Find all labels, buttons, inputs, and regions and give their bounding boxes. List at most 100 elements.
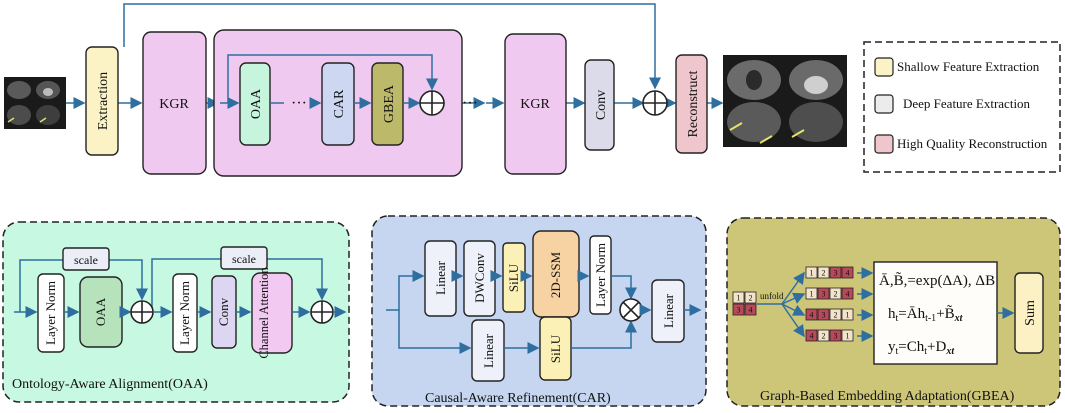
svg-text:High Quality Reconstruction: High Quality Reconstruction — [897, 136, 1048, 151]
svg-text:scale: scale — [74, 253, 98, 267]
conv-label-top: Conv — [594, 90, 609, 120]
kgr-block-1 — [142, 31, 207, 175]
sequence-token-cell — [829, 287, 842, 300]
kgr-block-2 — [504, 33, 567, 175]
svg-text:Layer Norm: Layer Norm — [177, 281, 192, 345]
equation-state-update: ht=Āht-1+B̃xt — [888, 305, 964, 324]
sequence-token-cell — [829, 329, 842, 342]
oaa-panel-title: Ontology-Aware Alignment(OAA) — [12, 377, 208, 392]
car-block-top — [321, 62, 355, 146]
svg-text:Shallow Feature Extraction: Shallow Feature Extraction — [897, 59, 1040, 74]
oaa-add-node-1 — [130, 300, 154, 324]
sequence-token-cell — [841, 308, 854, 321]
sequence-token-label: 1 — [810, 269, 814, 278]
ellipsis-2: ··· — [462, 95, 478, 112]
car-linear-out-box — [651, 279, 685, 343]
oaa-block-top — [239, 62, 271, 146]
sequence-token-label: 1 — [846, 332, 850, 341]
svg-text:SiLU: SiLU — [548, 334, 563, 363]
sequence-token-label: 2 — [834, 311, 838, 320]
svg-text:DWConv: DWConv — [472, 253, 487, 303]
sequence-token-cell — [817, 308, 830, 321]
add-node-kgr — [419, 90, 445, 116]
output-image — [723, 55, 847, 147]
sequence-token-label: 4 — [810, 311, 814, 320]
sequence-token-cell — [817, 287, 830, 300]
sequence-token-cell — [841, 287, 854, 300]
sequence-token-label: 1 — [846, 311, 850, 320]
global-skip-connection — [123, 3, 661, 90]
gbea-panel-title: Graph-Based Embedding Adaptation(GBEA) — [760, 389, 1015, 404]
car-label-top: CAR — [332, 89, 347, 118]
sequence-token-cell — [841, 329, 854, 342]
kgr-label-2: KGR — [520, 97, 550, 112]
sequence-token-cell — [829, 266, 842, 279]
ellipsis-1: ··· — [291, 95, 307, 112]
add-node-global — [642, 90, 668, 116]
sequence-token-cell — [817, 266, 830, 279]
scale-box-2 — [220, 246, 268, 270]
svg-text:Deep Feature Extraction: Deep Feature Extraction — [903, 96, 1031, 111]
svg-text:3: 3 — [737, 306, 741, 315]
kgr-inner-skip — [227, 54, 438, 103]
sequence-token-label: 3 — [822, 311, 826, 320]
sequence-token-label: 1 — [810, 290, 814, 299]
channel-attention-box — [251, 272, 293, 354]
sequence-token-label: 3 — [834, 332, 838, 341]
sequence-token-label: 2 — [822, 269, 826, 278]
svg-text:2D-SSM: 2D-SSM — [548, 251, 563, 298]
svg-text:Layer Norm: Layer Norm — [593, 243, 608, 307]
sequence-token-cell — [817, 329, 830, 342]
multiply-node — [619, 298, 643, 322]
svg-text:Sum: Sum — [1023, 300, 1038, 326]
svg-text:Channel Attention: Channel Attention — [257, 267, 271, 359]
layer-norm-box-2 — [172, 273, 198, 353]
sum-box — [1014, 272, 1044, 354]
svg-text:Layer Norm: Layer Norm — [43, 281, 58, 345]
legend-item-reconstruction: High Quality Reconstruction — [874, 134, 1048, 154]
sequence-token-label: 4 — [846, 290, 850, 299]
oaa-add-node-2 — [310, 300, 334, 324]
extraction-label: Extraction — [96, 72, 111, 130]
sequence-token-label: 4 — [810, 332, 814, 341]
svg-text:Linear: Linear — [661, 293, 676, 328]
sequence-token-cell — [805, 287, 818, 300]
svg-text:Linear: Linear — [433, 260, 448, 295]
legend-item-deep: Deep Feature Extraction — [874, 94, 1031, 114]
sequence-token-cell — [805, 266, 818, 279]
equation-discretization: Ā,B̃,=exp(ΔA), ΔB — [879, 272, 995, 289]
car-layer-norm-box — [589, 235, 612, 315]
sequence-token-label: 2 — [822, 332, 826, 341]
gbea-block-top — [371, 62, 404, 146]
sequence-token-cell — [829, 308, 842, 321]
svg-text:SiLU: SiLU — [506, 263, 521, 292]
svg-text:2: 2 — [749, 294, 753, 303]
extraction-block — [85, 46, 119, 156]
sequence-token-label: 4 — [846, 269, 850, 278]
ssm-equation-box — [873, 261, 998, 365]
sequence-token-cell — [805, 329, 818, 342]
gbea-input-grid: 1 2 3 4 — [732, 291, 757, 316]
oaa-label-top: OAA — [249, 88, 264, 119]
sequence-token-cell — [841, 266, 854, 279]
input-image — [4, 77, 66, 129]
svg-text:OAA: OAA — [93, 297, 108, 326]
kgr-label-1: KGR — [159, 97, 189, 112]
conv-block-top — [584, 59, 615, 151]
svg-text:Linear: Linear — [481, 333, 496, 368]
sequence-token-label: 2 — [834, 290, 838, 299]
reconstruct-label: Reconstruct — [686, 70, 701, 137]
gbea-label-top: GBEA — [382, 84, 397, 123]
legend-item-shallow: Shallow Feature Extraction — [874, 57, 1040, 77]
unfold-label: unfold — [760, 291, 784, 301]
equation-output: yt=Cht+Dxt — [888, 339, 955, 357]
svg-text:scale: scale — [232, 252, 256, 266]
car-linear-box-2 — [471, 319, 505, 382]
sequence-token-label: 3 — [834, 269, 838, 278]
sequence-token-cell — [805, 308, 818, 321]
svg-text:4: 4 — [749, 306, 753, 315]
sequence-token-label: 3 — [822, 290, 826, 299]
car-panel-title: Causal-Aware Refinement(CAR) — [425, 391, 611, 406]
